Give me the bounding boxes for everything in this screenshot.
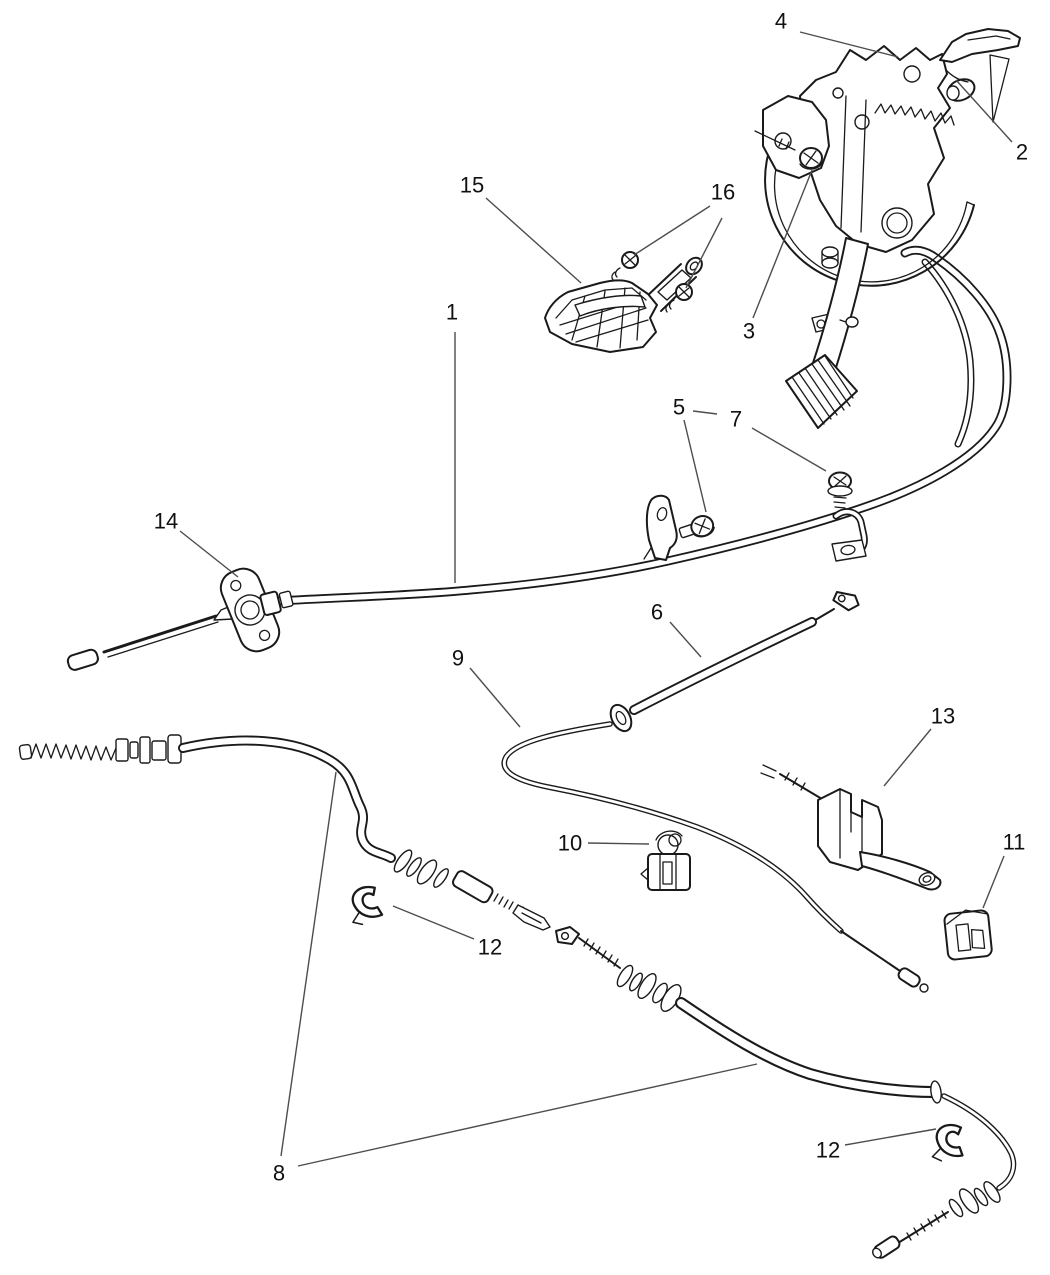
callout-12: 12 [816,1138,840,1163]
right-rear-cable [555,926,1017,1259]
callout-9: 9 [452,646,464,671]
callout-leader-11 [982,855,1005,909]
bolt-7b [827,471,853,509]
callout-leader-15 [485,197,582,284]
callout-leader-5 [692,410,718,415]
callout-5: 5 [673,395,685,420]
pad-screw-16a [611,251,639,281]
callout-leader-12 [392,905,475,940]
equalizer-13 [760,764,942,891]
callout-leader-13 [883,728,932,787]
callout-leader-3 [752,169,813,319]
callout-16: 16 [711,180,735,205]
callout-15: 15 [460,173,484,198]
pedal-arm [785,237,869,429]
callout-3: 3 [743,319,755,344]
callout-leader-10 [587,842,650,845]
callout-leader-4 [799,31,899,58]
callout-leader-8 [280,771,337,1157]
bolt-7a [678,515,715,539]
pedal-bracket-assembly [754,28,1021,333]
ratchet-teeth [874,103,955,126]
secondary-cable-run [921,258,975,448]
release-handle [939,28,1021,63]
callout-leader-5 [683,419,707,513]
callout-leader-9 [469,667,521,728]
callout-leader-16 [685,217,723,289]
front-cable [273,245,1012,606]
callout-14: 14 [154,509,178,534]
cable-eye-end [832,590,860,612]
callout-leader-6 [669,621,702,658]
callout-8: 8 [273,1161,285,1186]
callout-7: 7 [730,407,742,432]
callout-10: 10 [558,831,582,856]
callout-leader-2 [955,79,1013,143]
callout-12: 12 [478,935,502,960]
clip-11 [943,909,993,961]
pedal-pad-hatch [791,355,854,425]
clip-10 [640,830,691,891]
cable-rod-tip [897,967,921,988]
cable-bracket-5 [643,494,678,561]
callout-leader-7 [751,427,827,472]
callout-leader-12 [844,1128,937,1146]
callout-leader-16 [633,205,711,256]
callout-2: 2 [1016,140,1028,165]
callout-6: 6 [651,600,663,625]
cable-strap-clamp [831,508,868,562]
callout-4: 4 [775,9,787,34]
callout-13: 13 [931,704,955,729]
cable-grommet [609,703,633,733]
bolt-3 [754,130,823,170]
callout-1: 1 [446,300,458,325]
cable-spring-coil [30,743,117,761]
pad-screw-16b [665,283,693,313]
callout-11: 11 [1003,830,1026,855]
intermediate-cable [501,590,929,993]
front-cable-grommet-14 [66,567,294,671]
callout-leader-14 [179,530,239,578]
pedal-pad-15 [544,256,703,353]
clip-12b [931,1122,966,1164]
left-rear-cable [18,734,551,931]
clip-12a [347,884,385,927]
callout-leader-8 [297,1063,758,1167]
